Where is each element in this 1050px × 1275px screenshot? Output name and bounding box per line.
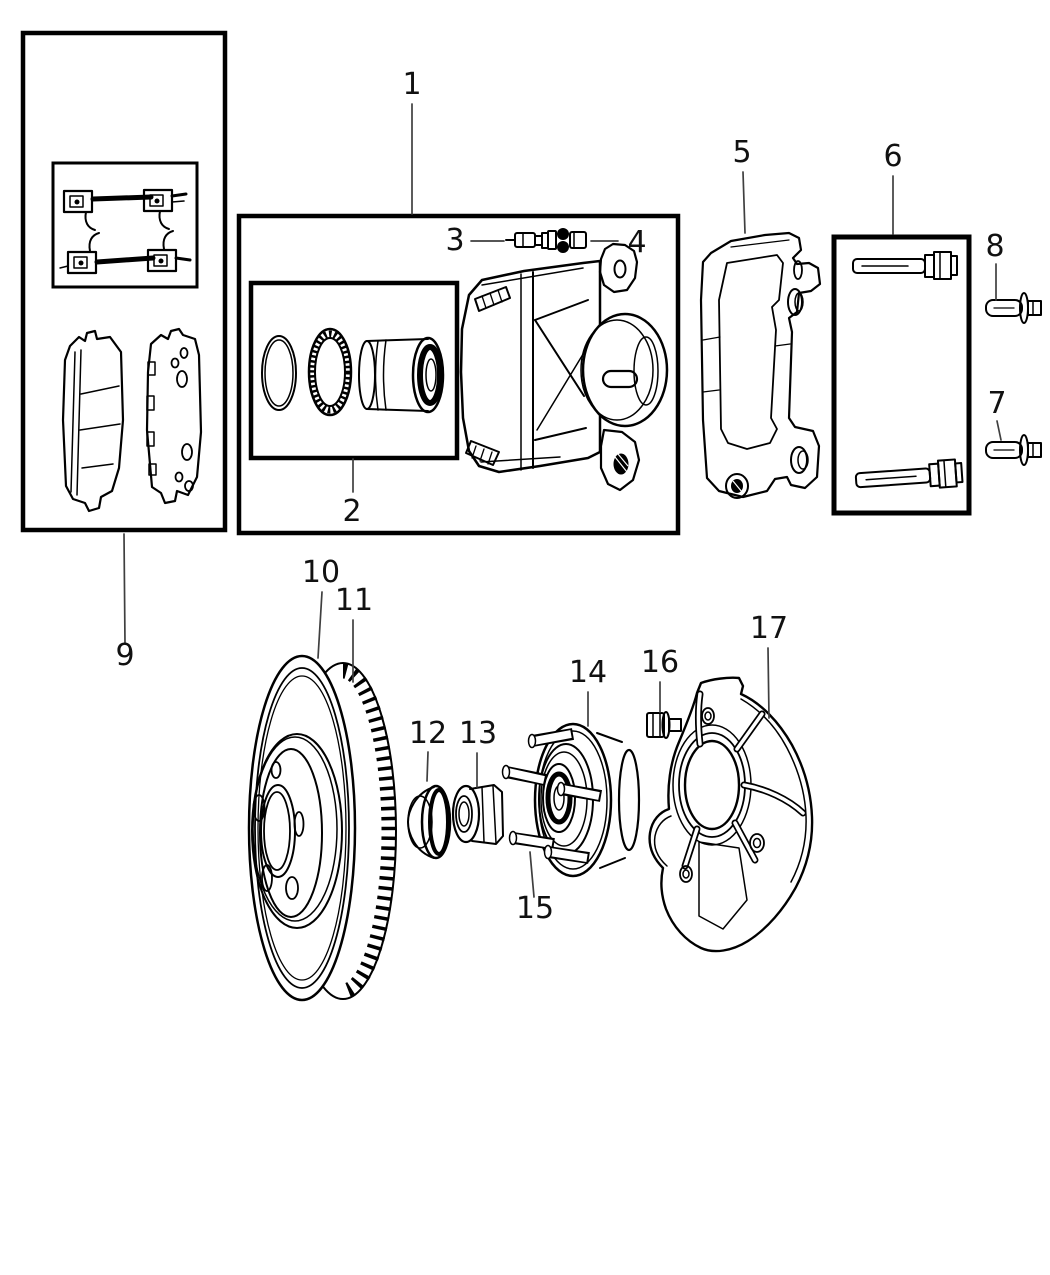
callout-7: 7	[987, 386, 1006, 421]
guide-pin-box-frame	[831, 234, 972, 516]
piston-seal-ring-icon	[261, 335, 297, 411]
pad-kit-outer-box	[20, 30, 228, 533]
caliper-slot	[601, 369, 639, 389]
callout-14: 14	[569, 655, 607, 690]
brake-caliper-icon	[459, 242, 669, 492]
rotor-vent-hatching	[342, 663, 397, 999]
hub-bearing-icon	[501, 722, 641, 878]
callout-12: 12	[409, 716, 447, 751]
pad-retainer-clip-upper-icon	[62, 188, 188, 231]
wheel-stud-icon	[527, 728, 575, 749]
brake-pad-kit-box	[20, 30, 228, 533]
caliper-upper-ear	[598, 242, 639, 294]
brake-rotor-icon	[247, 654, 397, 1002]
callout-6: 6	[883, 139, 902, 174]
guide-pin-upper-icon	[852, 251, 958, 280]
callout-4: 4	[627, 225, 646, 260]
splash-shield-icon	[648, 676, 814, 953]
caliper-adapter-icon	[699, 231, 822, 499]
callout-5: 5	[732, 135, 751, 170]
callout-9: 9	[115, 638, 134, 673]
mounting-bolt-8-icon	[985, 292, 1042, 324]
piston-dust-boot-icon	[307, 327, 353, 417]
brake-pad-inner-icon	[61, 329, 125, 513]
callout-3: 3	[445, 223, 464, 258]
guide-pin-kit-box	[831, 234, 972, 516]
bleeder-cap-icon	[557, 228, 587, 253]
seal-kit-box-frame	[248, 280, 460, 461]
callout-10: 10	[302, 555, 340, 590]
callout-17: 17	[750, 611, 788, 646]
guide-pin-lower-icon	[854, 458, 964, 489]
wheel-stud-icon	[543, 844, 590, 864]
callout-8: 8	[985, 229, 1004, 264]
piston-seal-kit-box	[248, 280, 460, 461]
caliper-lower-ear	[599, 428, 641, 492]
pad-retainer-clip-lower-icon	[59, 230, 192, 275]
shield-bolt-icon	[646, 711, 682, 739]
caliper-assembly-box	[236, 213, 681, 536]
callout-16: 16	[641, 645, 679, 680]
leader-lines	[123, 103, 1002, 898]
callout-13: 13	[459, 716, 497, 751]
shield-center-hole	[683, 739, 741, 831]
wheel-stud-icon	[508, 830, 555, 850]
dust-cap-icon	[407, 784, 452, 860]
bleeder-screw-icon	[505, 230, 557, 250]
hub-nut-icon	[451, 784, 504, 845]
wheel-stud-icon	[556, 781, 603, 802]
callout-labels: 1 2 3 4 5 6 7 8 9 10 11 12 13 14 15 16 1…	[115, 67, 1006, 926]
callout-2: 2	[342, 494, 361, 529]
caliper-box-frame	[236, 213, 681, 536]
caliper-piston-icon	[358, 336, 445, 414]
callout-11: 11	[335, 583, 373, 618]
wheel-stud-icon	[501, 764, 548, 786]
callout-15: 15	[516, 891, 554, 926]
pad-hardware-box	[51, 161, 199, 289]
callout-1: 1	[402, 67, 421, 102]
brake-pad-outer-icon	[145, 327, 203, 505]
mounting-bolt-7-icon	[985, 434, 1042, 466]
